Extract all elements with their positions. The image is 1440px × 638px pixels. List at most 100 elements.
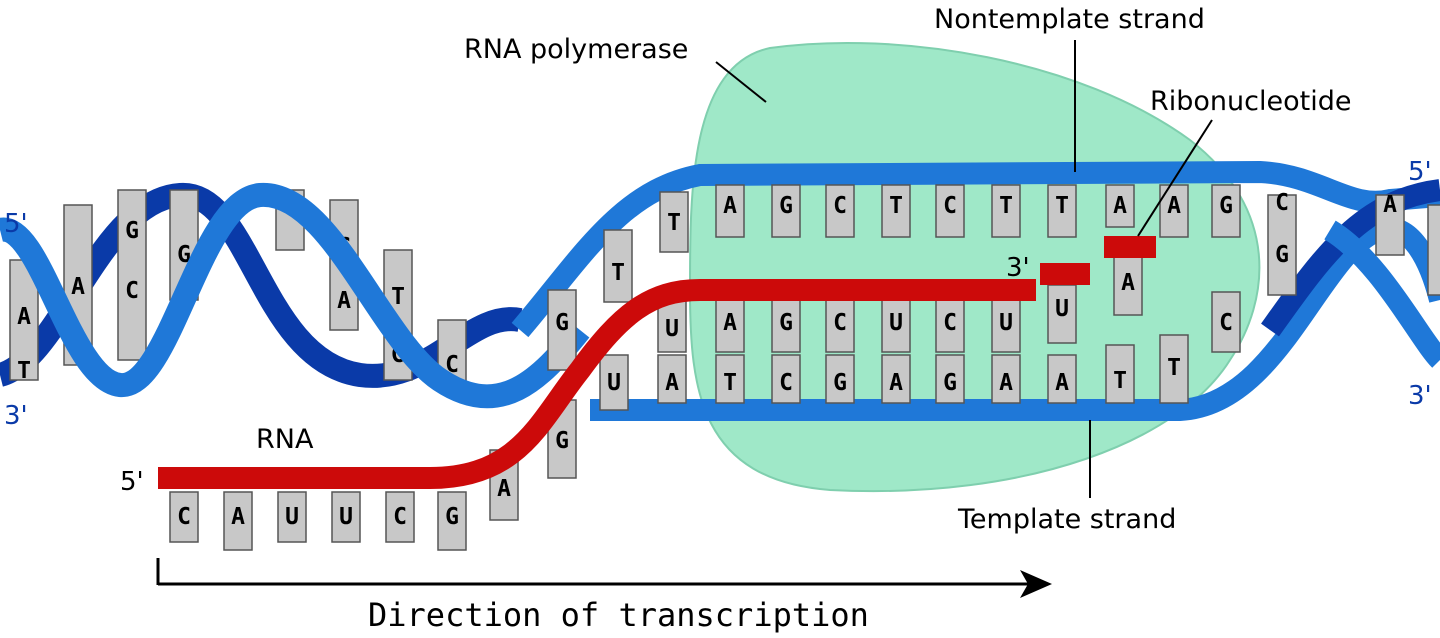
base-stick [935,354,965,404]
arrow-head-icon [1020,570,1052,598]
right-region-bases: C G C A [1211,190,1440,353]
base-letter: G [445,504,459,530]
template-strand-label: Template strand [957,504,1176,535]
base-stick [603,229,633,303]
rna-5prime-label: 5' [120,467,144,497]
direction-label: Direction of transcription [368,596,869,634]
rna-label: RNA [256,424,314,455]
base-stick [1267,194,1297,296]
base-letter: G [555,310,569,336]
base-letter: T [889,193,903,219]
base-letter: U [339,504,353,530]
ribonucleotide-label: Ribonucleotide [1150,86,1351,117]
rna-strand [158,279,1036,489]
base-stick [935,184,965,238]
ribonucleotide-sugar [1104,236,1156,258]
rna-bubble-bases: U A G C U C U U [657,284,1077,353]
base-stick [657,354,687,404]
free-ribonucleotide: A [1104,236,1156,316]
base-letter: T [17,358,31,384]
rna-polymerase-leader [715,61,767,103]
base-letter: A [71,274,85,300]
base-letter: C [779,370,793,396]
base-stick [771,354,801,404]
base-letter: G [1275,242,1289,268]
base-letter: U [665,316,679,342]
base-letter: A [231,504,245,530]
base-stick [1211,184,1241,238]
base-letter: C [943,310,957,336]
base-letter: A [337,288,351,314]
base-stick [935,299,965,353]
base-letter: C [833,310,847,336]
base-letter: C [943,193,957,219]
base-stick [771,299,801,353]
base-stick [825,299,855,353]
rna-polymerase-label: RNA polymerase [464,34,688,65]
base-letter: G [555,428,569,454]
base-letter: G [1219,193,1233,219]
rna-transcript-bases: C A U U C G A G G T [169,229,633,551]
base-letter: G [779,310,793,336]
left-helix-front-strand [0,183,590,409]
base-letter: U [889,310,903,336]
base-letter: G [779,193,793,219]
base-letter: A [665,370,679,396]
base-letter: T [611,260,625,286]
base-stick [715,354,745,404]
base-stick [991,184,1021,238]
base-letter: U [1055,296,1069,322]
ribonucleotide-leader [1137,119,1213,237]
base-stick [1105,184,1135,228]
base-letter: T [1055,193,1069,219]
template-bases: U A T C G A G A A T T [599,334,1189,411]
base-letter: U [999,310,1013,336]
base-letter: C [833,193,847,219]
base-stick [771,184,801,238]
base-letter: G [833,370,847,396]
base-stick [599,354,629,411]
right-top-5prime-label: 5' [1408,157,1432,187]
base-stick [1047,184,1077,238]
base-letter: A [497,476,511,502]
base-stick [1113,254,1143,316]
nontemplate-bases: T A G C T C T T A A G [659,184,1241,253]
base-letter: T [667,210,681,236]
rna-3prime-label: 3' [1006,253,1030,283]
base-stick [169,491,199,543]
base-letter: A [723,310,737,336]
base-stick [1047,354,1077,404]
right-bottom-3prime-label: 3' [1408,381,1432,411]
base-stick [547,289,577,371]
base-letter: T [723,370,737,396]
left-bottom-3prime-label: 3' [4,401,28,431]
base-stick [437,491,467,551]
base-pair-stick [117,189,147,361]
base-letter: T [1113,368,1127,394]
base-stick [385,491,415,543]
base-letter: U [607,370,621,396]
base-letter: G [177,242,191,268]
base-letter: A [999,370,1013,396]
base-stick [1105,344,1135,404]
base-stick [657,299,687,353]
base-stick [1159,334,1189,404]
base-stick [1375,194,1405,256]
nontemplate-strand-label: Nontemplate strand [934,4,1205,35]
base-letter: C [1275,190,1289,216]
left-top-5prime-label: 5' [4,209,28,239]
base-stick [881,299,911,353]
base-letter: T [391,284,405,310]
base-letter: G [125,218,139,244]
base-letter: T [999,193,1013,219]
base-stick [1427,204,1440,296]
base-letter: A [1383,192,1397,218]
right-helix-strand-lower [1323,220,1440,368]
base-stick [331,491,361,543]
nontemplate-strand-backbone [511,160,1440,338]
base-letter: C [125,278,139,304]
base-stick [991,299,1021,353]
base-stick [991,354,1021,404]
rna-3prime-segment [1040,263,1090,285]
